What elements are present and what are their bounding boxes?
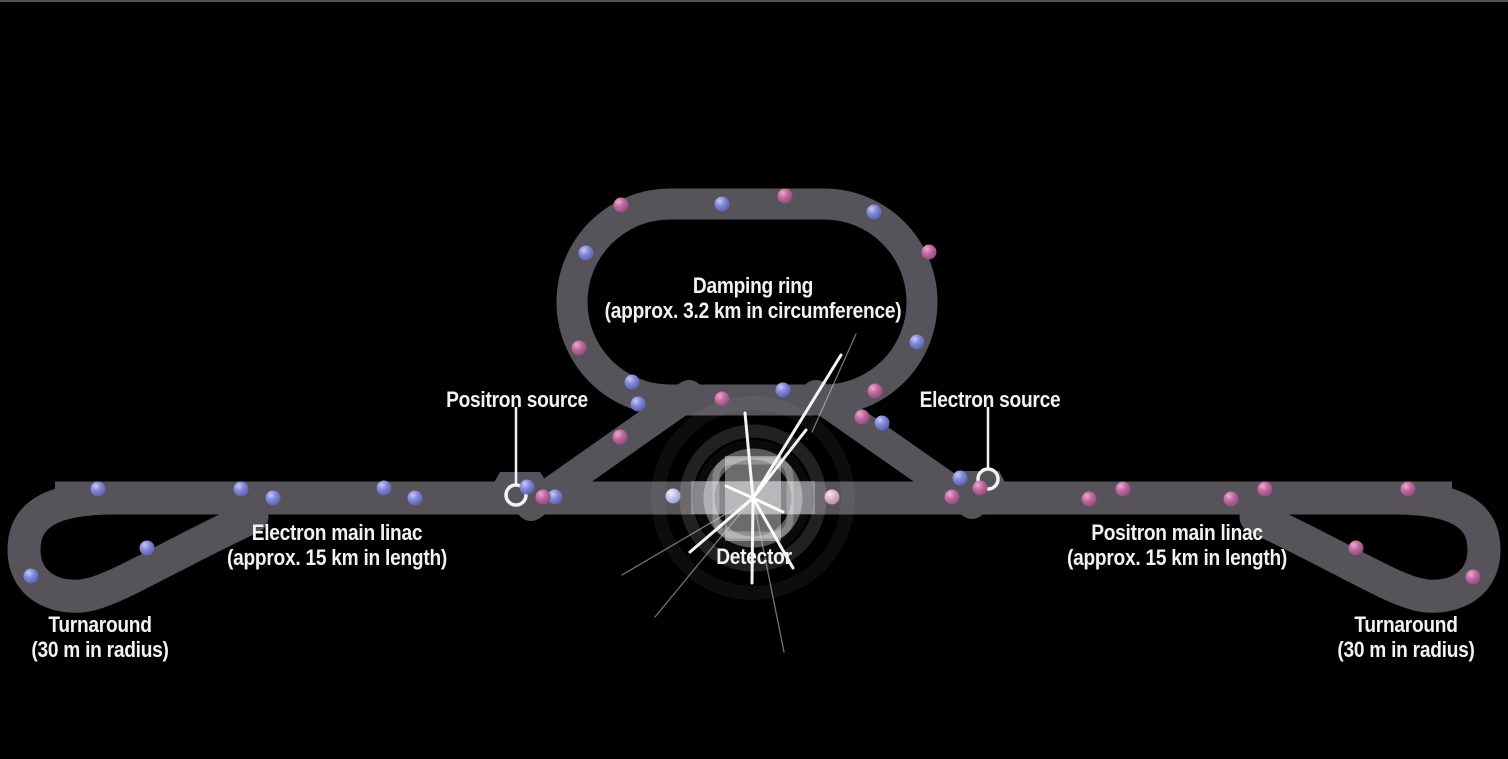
electron-particle bbox=[376, 480, 392, 496]
turnaround-left-label: Turnaround (30 m in radius) bbox=[31, 612, 169, 662]
electron-particle bbox=[665, 488, 681, 504]
positron-particle bbox=[921, 244, 937, 260]
collision-track-line bbox=[688, 496, 755, 554]
positron-particle bbox=[867, 383, 883, 399]
electron-particle bbox=[578, 245, 594, 261]
positron-particle bbox=[1115, 481, 1131, 497]
beam-particles bbox=[23, 188, 1481, 585]
electron-particle bbox=[265, 490, 281, 506]
collision-track-line bbox=[743, 411, 755, 500]
turnaround-right-label-line1: Turnaround bbox=[1354, 612, 1458, 637]
electron-particle bbox=[23, 568, 39, 584]
electron-linac-label-line1: Electron main linac bbox=[251, 520, 423, 545]
positron-particle bbox=[1223, 491, 1239, 507]
electron-particle bbox=[233, 481, 249, 497]
collision-track-line bbox=[811, 333, 857, 433]
electron-particle bbox=[714, 196, 730, 212]
turnaround-left-track bbox=[7, 481, 337, 613]
turnaround-right-label: Turnaround (30 m in radius) bbox=[1337, 612, 1475, 662]
electron-particle bbox=[407, 490, 423, 506]
turnaround-right-label-line2: (30 m in radius) bbox=[1337, 637, 1475, 662]
positron-particle bbox=[1081, 491, 1097, 507]
collision-track-line bbox=[750, 496, 755, 585]
electron-particle bbox=[547, 489, 563, 505]
damping-ring-track bbox=[556, 188, 938, 416]
electron-particle bbox=[909, 334, 925, 350]
electron-particle bbox=[139, 540, 155, 556]
electron-particle bbox=[866, 204, 882, 220]
positron-linac-label: Positron main linac (approx. 15 km in le… bbox=[1067, 520, 1287, 570]
detector-label: Detector bbox=[716, 544, 792, 569]
electron-source-marker bbox=[976, 467, 1000, 491]
source-markers bbox=[504, 407, 1000, 507]
top-edge-artifact-line bbox=[0, 0, 1508, 2]
beamline-track bbox=[7, 188, 1501, 613]
positron-particle bbox=[571, 340, 587, 356]
electron-particle bbox=[630, 396, 646, 412]
damping-ring-label-line2: (approx. 3.2 km in circumference) bbox=[604, 298, 902, 323]
positron-particle bbox=[944, 489, 960, 505]
positron-particle bbox=[613, 197, 629, 213]
electron-linac-label-line2: (approx. 15 km in length) bbox=[227, 545, 447, 570]
positron-particle bbox=[1257, 481, 1273, 497]
collision-track-line bbox=[654, 497, 754, 618]
electron-linac-label: Electron main linac (approx. 15 km in le… bbox=[227, 520, 447, 570]
positron-particle bbox=[824, 489, 840, 505]
electron-particle bbox=[90, 481, 106, 497]
positron-particle bbox=[612, 429, 628, 445]
turnaround-left-label-line2: (30 m in radius) bbox=[31, 637, 169, 662]
positron-particle bbox=[1465, 569, 1481, 585]
positron-particle bbox=[714, 391, 730, 407]
electron-particle bbox=[519, 479, 535, 495]
collision-tracks bbox=[621, 333, 857, 653]
detector-graphic bbox=[621, 333, 857, 653]
positron-particle bbox=[972, 480, 988, 496]
collision-track-line bbox=[752, 497, 785, 653]
collision-track-line bbox=[724, 484, 755, 500]
positron-particle bbox=[777, 188, 793, 204]
positron-source-marker bbox=[504, 483, 528, 507]
collision-track-line bbox=[751, 353, 843, 500]
collision-track-line bbox=[621, 497, 754, 576]
positron-linac-label-line2: (approx. 15 km in length) bbox=[1067, 545, 1287, 570]
collision-track-line bbox=[751, 496, 795, 570]
electron-source-label: Electron source bbox=[919, 387, 1061, 412]
positron-particle bbox=[854, 409, 870, 425]
positron-particle bbox=[535, 489, 551, 505]
positron-particle bbox=[1400, 481, 1416, 497]
electron-particle bbox=[874, 415, 890, 431]
positron-linac-label-line1: Positron main linac bbox=[1091, 520, 1263, 545]
electron-particle bbox=[624, 374, 640, 390]
damping-ring-label: Damping ring (approx. 3.2 km in circumfe… bbox=[605, 273, 902, 323]
positron-source-label: Positron source bbox=[446, 387, 588, 412]
collision-track-line bbox=[751, 496, 785, 514]
detector-outer-faint-ring bbox=[651, 396, 855, 600]
positron-particle bbox=[1348, 540, 1364, 556]
turnaround-left-label-line1: Turnaround bbox=[48, 612, 152, 637]
electron-particle bbox=[952, 470, 968, 486]
collision-track-line bbox=[751, 428, 808, 500]
electron-particle bbox=[775, 382, 791, 398]
damping-ring-label-line1: Damping ring bbox=[692, 273, 814, 298]
turnaround-right-track bbox=[1171, 481, 1501, 613]
